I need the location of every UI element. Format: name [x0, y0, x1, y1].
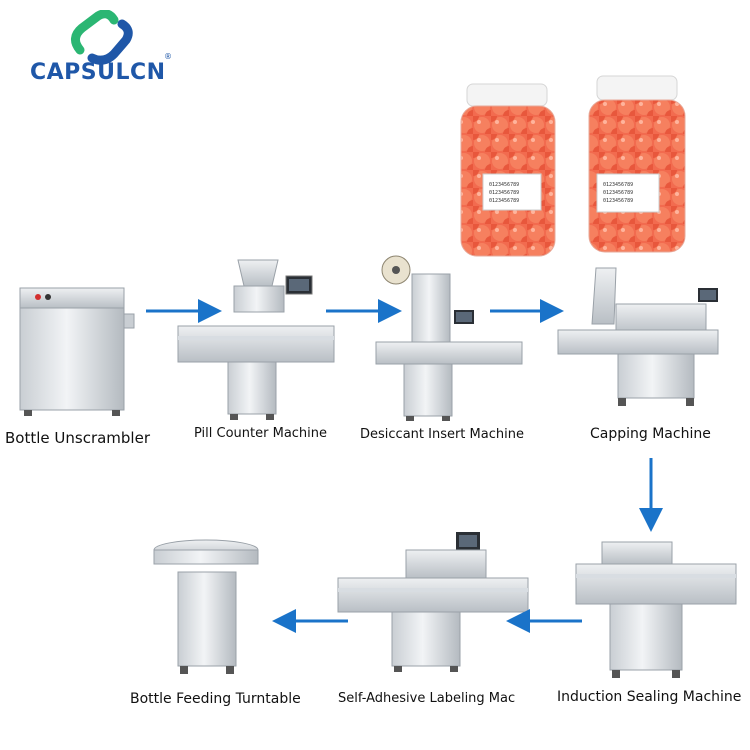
bottle-label-line: 0123456789 — [489, 198, 519, 204]
bottle-label-line: 0123456789 — [489, 190, 519, 196]
labeling-machine — [337, 532, 529, 672]
bottle-label-line: 0123456789 — [603, 182, 633, 188]
capsule-logo-icon — [71, 10, 133, 65]
capping-machine — [557, 267, 719, 406]
step-label-capping: Capping Machine — [590, 426, 711, 442]
step-label-turntable: Bottle Feeding Turntable — [130, 691, 301, 707]
registered-mark: ® — [164, 52, 172, 61]
step-label-desiccant-insert: Desiccant Insert Machine — [360, 427, 524, 442]
bottle-right — [588, 75, 686, 253]
gummy-bottles-image: 0123456789 0123456789 0123456789 0123456… — [460, 75, 686, 257]
step-label-induction-sealing: Induction Sealing Machine — [557, 689, 742, 705]
brand-logo — [28, 10, 178, 90]
bottle-left — [460, 83, 556, 257]
induction-sealing-machine — [575, 541, 737, 678]
step-label-pill-counter: Pill Counter Machine — [194, 426, 328, 441]
step-label-labeling: Self-Adhesive Labeling Mac — [338, 691, 516, 706]
bottle-feeding-turntable-machine — [153, 539, 259, 674]
desiccant-insert-machine — [375, 255, 523, 421]
bottle-label-line: 0123456789 — [603, 190, 633, 196]
brand-name: CAPSULCN — [30, 60, 166, 85]
step-label-bottle-unscrambler: Bottle Unscrambler — [5, 429, 150, 447]
bottle-label-line: 0123456789 — [489, 182, 519, 188]
pill-counter-machine — [177, 259, 335, 420]
bottle-unscrambler-machine — [19, 287, 135, 416]
bottle-label-line: 0123456789 — [603, 198, 633, 204]
